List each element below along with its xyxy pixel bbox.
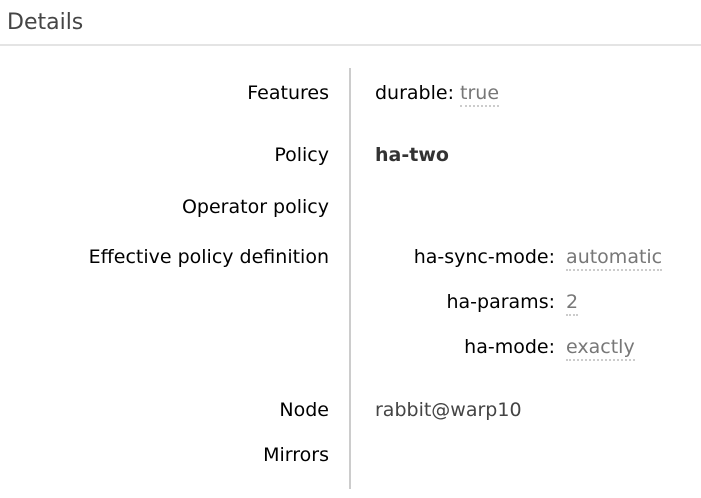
row-mirrors: Mirrors xyxy=(0,442,701,489)
row-features: Features durable: true xyxy=(0,68,701,128)
row-value-operator-policy xyxy=(349,190,701,244)
policy-key-ha-params: ha-params: xyxy=(446,291,555,313)
row-node: Node rabbit@warp10 xyxy=(0,384,701,442)
policy-value-ha-sync-mode: automatic xyxy=(566,246,663,271)
section-title: Details xyxy=(0,0,701,46)
row-value-mirrors xyxy=(349,442,701,489)
row-operator-policy: Operator policy xyxy=(0,190,701,244)
row-value-policy: ha-two xyxy=(349,128,701,190)
details-table: Features durable: true Policy ha-two Ope… xyxy=(0,68,701,489)
row-effective-policy-definition: Effective policy definition ha-sync-mode… xyxy=(0,244,701,384)
policy-value-ha-params: 2 xyxy=(566,291,579,316)
policy-key-ha-mode: ha-mode: xyxy=(464,336,555,358)
policy-value-ha-mode: exactly xyxy=(566,336,635,361)
row-label-mirrors: Mirrors xyxy=(263,444,329,466)
feature-key-durable: durable: xyxy=(375,82,454,104)
row-policy: Policy ha-two xyxy=(0,128,701,190)
row-label-effective-policy-definition: Effective policy definition xyxy=(88,246,329,268)
policy-definition-table: ha-sync-mode: automatic ha-params: 2 ha-… xyxy=(375,244,700,361)
policy-definition-row: ha-params: 2 xyxy=(375,289,700,316)
row-value-effective-policy-definition: ha-sync-mode: automatic ha-params: 2 ha-… xyxy=(349,244,701,384)
policy-key-ha-sync-mode: ha-sync-mode: xyxy=(413,246,555,268)
feature-value-durable: true xyxy=(460,82,500,107)
policy-definition-row: ha-mode: exactly xyxy=(375,334,700,361)
row-label-features: Features xyxy=(247,82,329,104)
row-label-node: Node xyxy=(279,399,329,421)
policy-name: ha-two xyxy=(375,144,449,166)
row-value-node: rabbit@warp10 xyxy=(349,384,701,442)
policy-definition-row: ha-sync-mode: automatic xyxy=(375,244,700,271)
row-label-policy: Policy xyxy=(274,144,329,166)
row-value-features: durable: true xyxy=(349,68,701,128)
row-label-operator-policy: Operator policy xyxy=(181,196,329,218)
node-name: rabbit@warp10 xyxy=(375,399,522,421)
